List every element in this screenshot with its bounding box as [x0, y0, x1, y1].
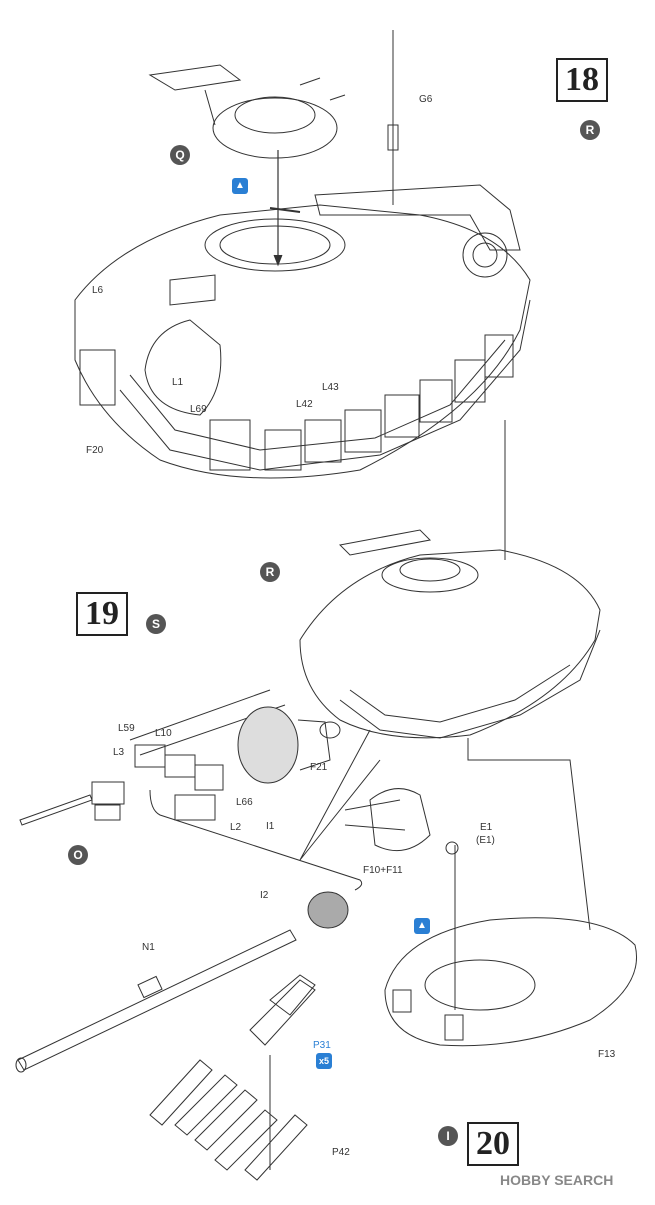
part-label: P42 — [332, 1147, 350, 1158]
step-marker-18: R — [580, 120, 600, 140]
marker-r: R — [260, 562, 280, 582]
part-label: L42 — [296, 399, 313, 410]
hatch-ring-18 — [204, 218, 346, 272]
rack-18 — [314, 184, 521, 251]
step-number-19: 19 — [76, 592, 128, 636]
watermark: HOBBY SEARCH — [500, 1172, 614, 1188]
step-marker-19: S — [146, 614, 166, 634]
part-label: L59 — [118, 723, 135, 734]
part-label: L3 — [113, 747, 125, 758]
step-marker-20: I — [438, 1126, 458, 1146]
part-label: L6 — [92, 285, 104, 296]
part-label: F13 — [598, 1049, 616, 1060]
side-armor-18 — [119, 299, 531, 471]
turret-18 — [74, 204, 531, 479]
part-label: G6 — [419, 94, 433, 105]
mg-o — [19, 794, 93, 826]
step-number-18: 18 — [556, 58, 608, 102]
step-number-20: 20 — [467, 1122, 519, 1166]
turret-19 — [299, 549, 601, 739]
part-label: L10 — [155, 728, 172, 739]
armor-blocks-18 — [79, 334, 514, 471]
basket-f13 — [384, 917, 637, 1047]
glue-icon: ▲ — [232, 178, 248, 194]
part-label: L43 — [322, 382, 339, 393]
part-label: L66 — [236, 797, 253, 808]
part-label: I1 — [266, 821, 275, 832]
part-label: I2 — [260, 890, 269, 901]
glue-icon: ▲ — [414, 918, 430, 934]
part-label: F21 — [310, 762, 328, 773]
cupola-q — [212, 97, 338, 159]
part-label: L2 — [230, 822, 242, 833]
part-label: E1 — [480, 822, 493, 833]
part-label: N1 — [142, 942, 155, 953]
gun-mount — [369, 788, 431, 852]
part-label: F10+F11 — [363, 865, 403, 876]
part-label: (E1) — [476, 835, 495, 846]
part-label: L1 — [172, 377, 184, 388]
part-label: F20 — [86, 445, 104, 456]
mantlet-i1 — [237, 706, 299, 784]
part-label: P31 — [313, 1040, 331, 1051]
armor-panels-p31 — [149, 974, 316, 1181]
marker-q: Q — [170, 145, 190, 165]
quantity-badge: x5 — [316, 1053, 332, 1069]
barrel-n1 — [17, 929, 297, 1071]
marker-o: O — [68, 845, 88, 865]
part-label: L69 — [190, 404, 207, 415]
breech-i2 — [307, 891, 349, 929]
